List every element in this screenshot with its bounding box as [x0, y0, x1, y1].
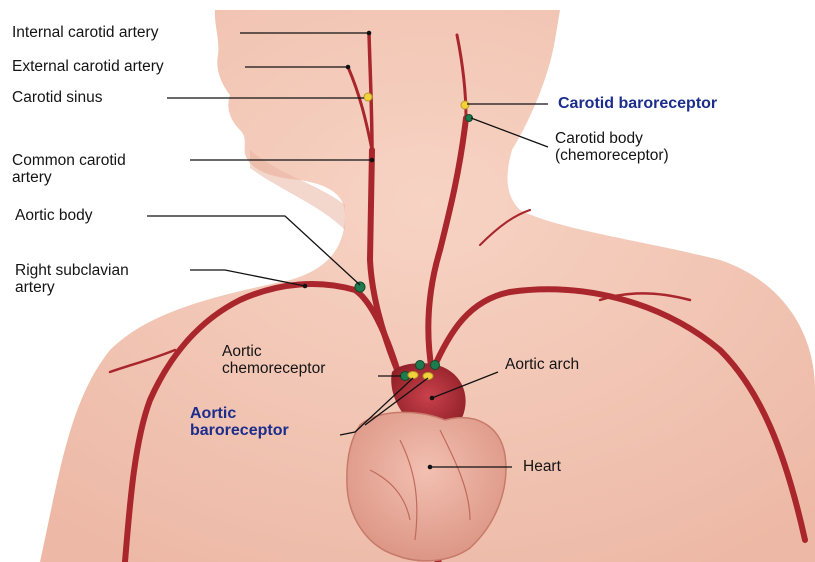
label-carotid-body-line1: Carotid body [555, 130, 669, 147]
label-common-carotid-artery: Common carotid artery [12, 152, 126, 186]
carotid-sinus-sensor [364, 93, 372, 101]
label-carotid-body-line2: (chemoreceptor) [555, 147, 669, 164]
label-carotid-baroreceptor: Carotid baroreceptor [558, 95, 717, 112]
label-aortic-baroreceptor-line2: baroreceptor [190, 422, 289, 439]
label-aortic-baroreceptor-line1: Aortic [190, 405, 289, 422]
label-right-subclavian-line2: artery [15, 279, 129, 296]
label-aortic-chemoreceptor: Aortic chemoreceptor [222, 343, 325, 377]
label-heart: Heart [523, 458, 561, 475]
label-aortic-chemoreceptor-line2: chemoreceptor [222, 360, 325, 377]
label-common-carotid-line1: Common carotid [12, 152, 126, 169]
label-right-subclavian-line1: Right subclavian [15, 262, 129, 279]
label-right-subclavian-artery: Right subclavian artery [15, 262, 129, 296]
label-common-carotid-line2: artery [12, 169, 126, 186]
label-carotid-body: Carotid body (chemoreceptor) [555, 130, 669, 164]
label-aortic-arch: Aortic arch [505, 356, 579, 373]
label-internal-carotid-artery: Internal carotid artery [12, 24, 158, 41]
label-aortic-body: Aortic body [15, 207, 93, 224]
label-aortic-chemoreceptor-line1: Aortic [222, 343, 325, 360]
label-carotid-sinus: Carotid sinus [12, 89, 102, 106]
label-external-carotid-artery: External carotid artery [12, 58, 164, 75]
aortic-body-sensor [355, 282, 365, 292]
label-aortic-baroreceptor: Aortic baroreceptor [190, 405, 289, 439]
carotid-baroreceptor-sensor [461, 101, 469, 109]
